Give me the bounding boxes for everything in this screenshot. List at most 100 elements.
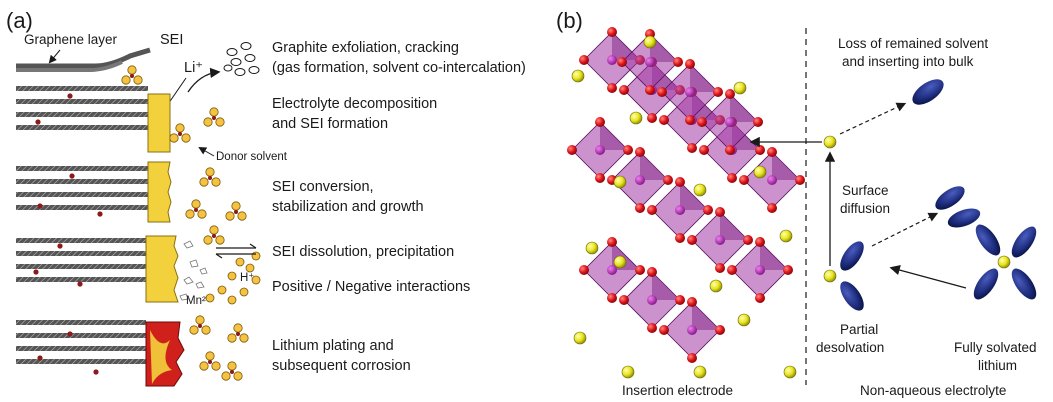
graphene-sheet — [16, 125, 148, 130]
oxygen-atom — [727, 265, 737, 275]
graphene-sheet — [16, 359, 146, 364]
surface-diffusion-line2: diffusion — [840, 201, 890, 216]
oxygen-atom — [657, 87, 667, 97]
process-3-line2: stabilization and growth — [272, 199, 424, 215]
oxygen-atom — [607, 293, 617, 303]
oxygen-atom — [635, 265, 645, 275]
oxygen-atom — [595, 173, 605, 183]
solvent-molecule — [203, 107, 225, 127]
oxygen-atom — [767, 203, 777, 213]
oxygen-atom — [697, 117, 707, 127]
oxygen-atom — [579, 265, 589, 275]
ion-dots — [205, 251, 261, 305]
octahedron-face — [720, 212, 748, 240]
graphene-sheet — [16, 238, 146, 243]
oxygen-atom — [607, 237, 617, 247]
lithium-dot — [37, 203, 43, 209]
solvent-molecule — [121, 65, 143, 85]
octahedron-face — [650, 34, 678, 62]
oxygen-atom — [673, 57, 683, 67]
lithium-dot — [97, 211, 103, 217]
process-2-line1: Electrolyte decomposition — [272, 96, 437, 112]
graphene-sheet — [16, 112, 148, 117]
solvent-molecule — [185, 199, 207, 219]
mn-ion-label: Mn²⁺ — [186, 295, 212, 307]
partial-desolvation-line1: Partial — [840, 322, 878, 337]
lithium-atom — [733, 81, 747, 95]
lithium-ion-partial — [823, 269, 837, 283]
lithium-dot — [33, 269, 39, 275]
graphene-sheet — [16, 277, 146, 282]
octahedron-face — [652, 272, 680, 300]
desolvation-arrow — [889, 265, 967, 289]
octahedron-face — [760, 242, 788, 270]
surface-diffusion-line1: Surface — [842, 183, 889, 198]
lithium-dot — [35, 119, 41, 125]
metal-atom — [675, 205, 685, 215]
oxygen-atom — [635, 203, 645, 213]
insertion-electrode-label: Insertion electrode — [622, 383, 733, 398]
lithium-dot — [67, 93, 73, 99]
oxygen-atom — [675, 233, 685, 243]
process-4-line1: SEI dissolution, precipitation — [272, 244, 454, 260]
octahedron-face — [640, 152, 668, 180]
graphite-layers — [16, 86, 159, 375]
lithium-atom — [737, 313, 751, 327]
sei-debris — [179, 240, 208, 301]
octahedron-face — [730, 94, 758, 122]
fully-solvated-line2: lithium — [978, 358, 1017, 373]
octahedron-face — [772, 152, 800, 180]
solvent-molecule — [203, 225, 225, 245]
lithium-ion-solvated — [997, 255, 1011, 269]
lithium-atom — [783, 365, 797, 379]
oxygen-atom — [699, 145, 709, 155]
oxygen-atom — [607, 83, 617, 93]
donor-solvent-label: Donor solvent — [216, 151, 288, 163]
partial-desolvation-line2: desolvation — [816, 340, 884, 355]
oxygen-atom — [675, 177, 685, 187]
process-3-line1: SEI conversion, — [272, 179, 374, 195]
h-ion-label: H⁺ — [240, 272, 254, 284]
oxygen-atom — [619, 295, 629, 305]
lithium-dot — [67, 331, 73, 337]
lithium-dot — [77, 281, 83, 287]
gas-bubbles — [223, 42, 260, 76]
sei-label: SEI — [160, 32, 183, 48]
oxygen-atom — [645, 85, 655, 95]
graphene-sheet — [16, 251, 146, 256]
oxygen-atom — [755, 293, 765, 303]
oxygen-atom — [567, 145, 577, 155]
sei-block-growth — [147, 161, 172, 223]
oxygen-atom — [687, 297, 697, 307]
process-1-line2: (gas formation, solvent co-intercalation… — [272, 60, 526, 76]
graphene-sheet — [16, 205, 148, 210]
graphene-sheet — [16, 320, 146, 325]
oxygen-atom — [703, 205, 713, 215]
oxygen-atom — [727, 173, 737, 183]
oxygen-atom — [687, 143, 697, 153]
lithium-dot — [69, 173, 75, 179]
oxygen-atom — [647, 205, 657, 215]
sei-block-formation — [147, 93, 171, 153]
solvent-molecule — [199, 351, 221, 371]
oxygen-atom — [725, 89, 735, 99]
metal-atom — [645, 57, 655, 67]
metal-atom — [725, 117, 735, 127]
lithium-atom — [585, 241, 599, 255]
oxygen-atom — [753, 117, 763, 127]
equilibrium-arrow — [215, 243, 257, 259]
lithium-atom — [643, 35, 657, 49]
graphene-sheet — [16, 86, 148, 91]
oxygen-atom — [725, 145, 735, 155]
solvent-molecule — [225, 201, 247, 221]
lithium-atom — [571, 69, 585, 83]
fully-solvated-line1: Fully solvated — [954, 340, 1037, 355]
oxygen-atom — [623, 145, 633, 155]
solvent-molecule — [189, 315, 211, 335]
oxygen-atom — [755, 145, 765, 155]
lithium-atom — [709, 279, 723, 293]
metal-atom — [635, 175, 645, 185]
lithium-atom — [573, 331, 587, 345]
li-ion-label: Li⁺ — [184, 60, 203, 76]
panel-b-label: (b) — [556, 8, 583, 33]
